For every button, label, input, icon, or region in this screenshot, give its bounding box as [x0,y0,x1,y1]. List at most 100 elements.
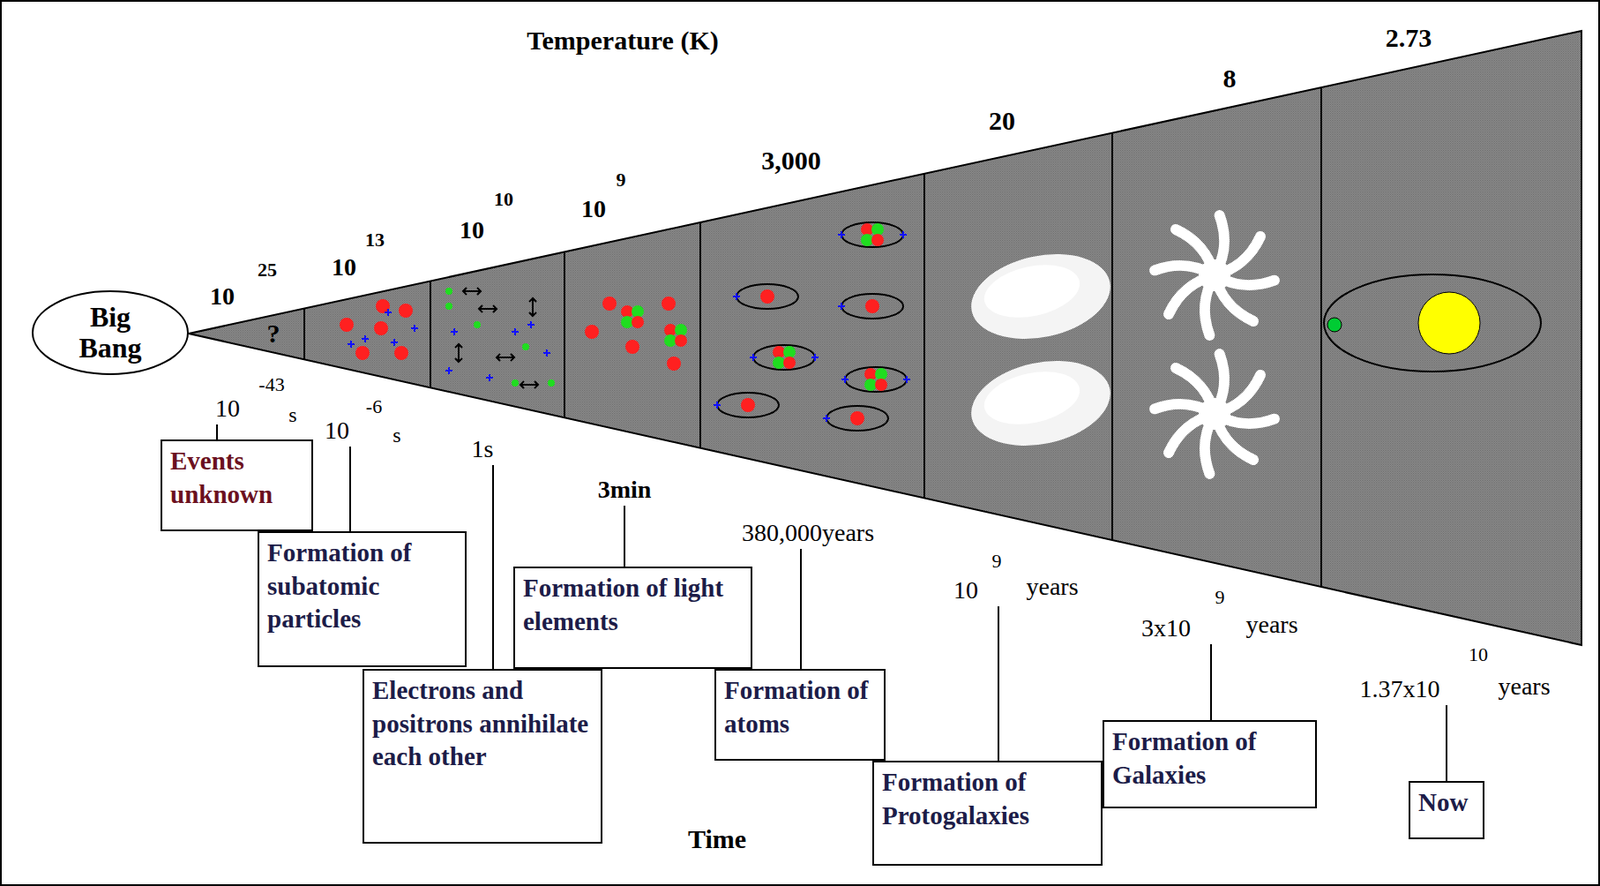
exponent: -43 [258,374,285,395]
electron-symbol [822,414,830,422]
electron-symbol [841,375,849,383]
proton [871,233,884,247]
photon-dot [522,343,530,351]
electron-symbol [543,349,551,357]
earth [1327,317,1342,332]
electron-symbol [749,353,757,361]
particle-dot [373,321,389,336]
time: 3x10 [1141,615,1191,641]
double-arrow [520,381,539,389]
proton [666,356,681,371]
electron-symbol [811,353,819,361]
era-divider [303,308,306,360]
node-text: Big Bang [61,301,159,364]
unknown-mark: ? [267,320,281,347]
neutron [674,323,688,337]
exponent: 10 [1468,644,1488,665]
era-divider [1320,87,1323,587]
particle-dot [355,345,370,360]
solar-system [1323,274,1541,372]
temperature: 10 [209,284,235,309]
electron-orbit [736,284,799,309]
nucleus [760,289,775,304]
node-text: Formation of atoms [724,673,876,741]
nucleus [740,397,756,412]
neutron [874,367,888,381]
temperature: 20 [988,107,1016,135]
photon-dot [473,321,481,329]
electron-symbol [837,231,845,239]
electron-orbit [844,366,907,392]
leader-line [349,446,352,531]
electron-orbit [717,392,779,418]
time: 1s [471,436,494,462]
node-text: Events unknown [170,444,304,511]
era-dividers [304,87,1322,587]
event-box: Formation of atoms [714,668,886,761]
neutron [783,345,796,359]
time: 10 [215,396,240,421]
particle-illustrations [339,222,911,431]
protogalaxy-core [979,363,1085,433]
proton [674,334,688,347]
electron-orbit [841,222,904,247]
electron-orbit [841,293,904,319]
proton [631,315,644,329]
time: 3min [598,477,652,502]
particle-dot [339,317,354,332]
electron-symbol [527,321,535,329]
proton [864,367,877,381]
temperature: 2.73 [1385,24,1433,52]
electron-symbol [899,231,907,239]
double-arrow [455,343,463,362]
neutron [871,223,884,236]
proton [584,324,599,339]
electron-symbol [837,302,845,310]
double-arrow [463,287,481,295]
exponent: 9 [992,551,1002,571]
double-arrow [529,298,537,316]
node-text: Formation of light elements [523,571,743,638]
temperature: 10 [581,196,606,222]
expansion-cone [188,30,1582,645]
proton [860,223,874,236]
sun [1418,291,1481,354]
temperature: 10 [459,217,485,243]
protogalaxy [963,241,1119,351]
double-arrow [496,353,515,361]
proton [602,296,617,311]
spiral-galaxy [1154,353,1275,474]
double-arrow [478,305,497,313]
electron-symbol [713,401,721,409]
proton [620,305,634,318]
exponent: 9 [1215,587,1226,607]
spiral-galaxy [1154,215,1275,336]
node-text: Electrons and positrons annihilate each … [372,673,593,774]
temperature: 10 [331,254,357,280]
electron-symbol [384,308,392,316]
neutron [620,315,634,329]
event-box: Formation of Protogalaxies [872,760,1103,866]
axis-title: Temperature (K) [526,27,718,54]
leader-line [492,464,494,669]
node-text: Formation of Galaxies [1112,725,1308,792]
time-unit: years [1025,574,1078,599]
proton [664,323,677,337]
proton [874,378,888,391]
event-box: Events unknown [160,439,314,531]
particle-dot [398,303,413,318]
electron-symbol [347,340,355,348]
photon-dot [445,287,453,295]
era-divider [563,251,566,418]
node-text: Formation of Protogalaxies [882,765,1093,832]
time-unit: s [288,403,297,426]
time: 380,000years [741,520,875,546]
node-text: Now [1418,785,1475,820]
neutron [631,305,644,318]
origin-ellipse: Big Bang [30,289,190,376]
exponent: 13 [365,230,385,250]
exponent: -6 [366,396,382,417]
time-unit: years [1497,673,1550,699]
